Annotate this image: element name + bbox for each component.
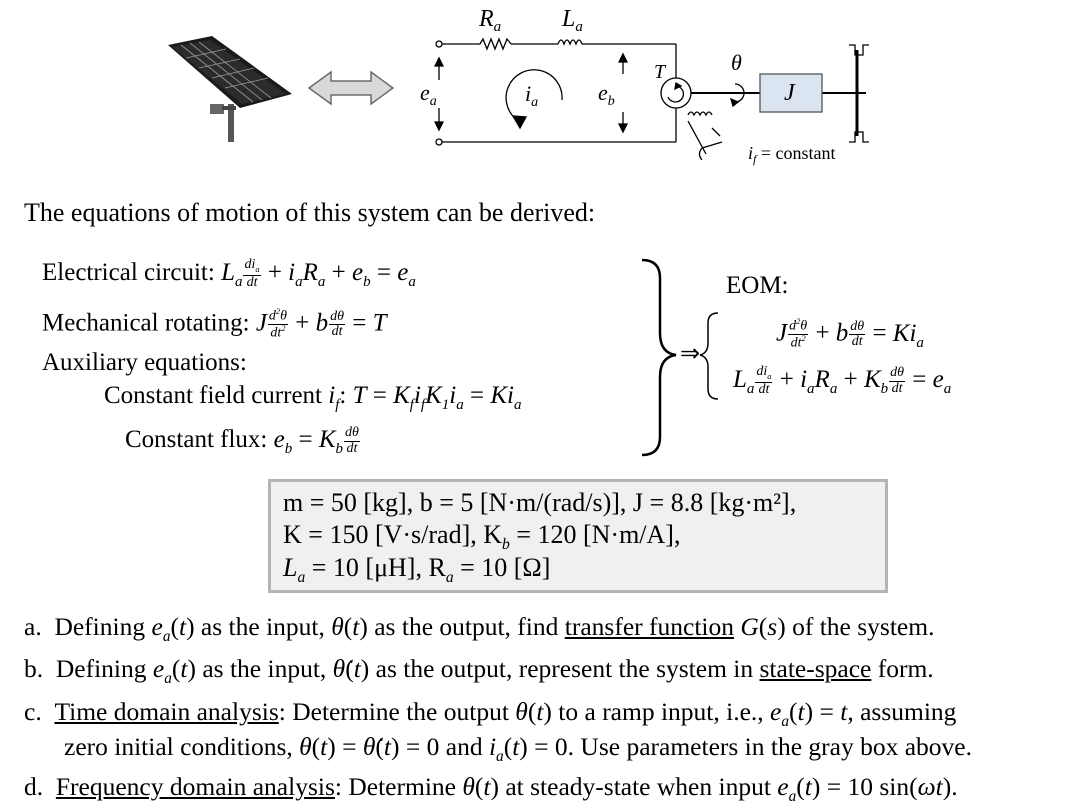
solar-panel-image: [168, 36, 292, 142]
question-c-cont: zero initial conditions, θ(t) = θ̇(t) = …: [64, 732, 972, 766]
torque-label: T: [654, 61, 667, 83]
double-arrow-icon: [307, 70, 395, 106]
param-line-2: K = 150 [V·s/rad], Kb = 120 [N·m/A],: [283, 520, 681, 554]
eom-label: EOM:: [726, 272, 789, 299]
ea-label: ea: [420, 80, 437, 109]
J-label: J: [784, 80, 796, 106]
question-d: d. Frequency domain analysis: Determine …: [24, 772, 958, 806]
eb-label: eb: [598, 80, 615, 109]
Ra-label: Ra: [478, 6, 501, 35]
question-c: c. Time domain analysis: Determine the o…: [24, 697, 957, 731]
param-line-1: m = 50 [kg], b = 5 [N·m/(rad/s)], J = 8.…: [283, 488, 797, 517]
intro-text: The equations of motion of this system c…: [24, 198, 596, 227]
armature-circuit: [433, 37, 869, 161]
ia-label: ia: [525, 81, 538, 110]
param-line-3: La = 10 [μH], Ra = 10 [Ω]: [283, 553, 551, 587]
field-current-eq: Constant field current if: T = KfifK1ia …: [104, 382, 522, 413]
right-brace: ⇒: [641, 258, 719, 457]
question-b: b. Defining ea(t) as the input, θ̇(t) as…: [24, 654, 934, 688]
La-label: La: [561, 6, 583, 35]
svg-text:⇒: ⇒: [680, 341, 700, 367]
if-label: if = constant: [748, 143, 836, 166]
parameter-box: [268, 479, 888, 593]
auxiliary-label: Auxiliary equations:: [42, 349, 247, 376]
system-diagram: Ra La ea ia eb T θ J if = constant: [168, 6, 869, 166]
theta-label: θ: [731, 50, 742, 75]
question-a: a. Defining ea(t) as the input, θ(t) as …: [24, 612, 935, 646]
